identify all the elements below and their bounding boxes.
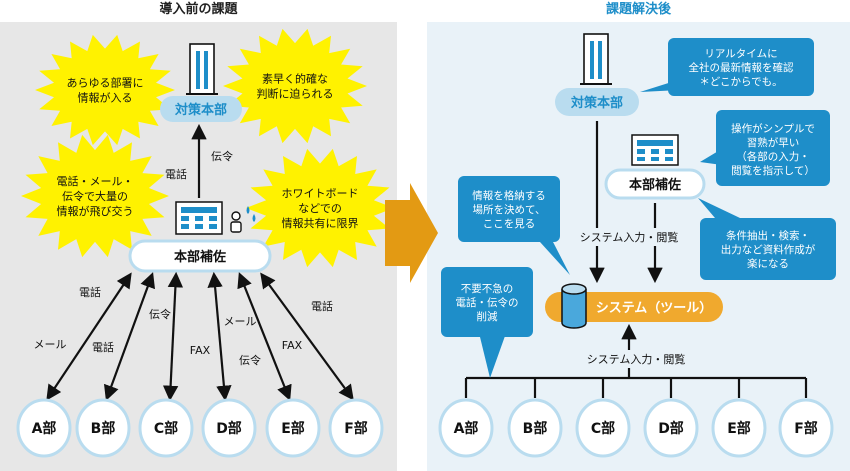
dept-link-label: 伝令	[239, 353, 261, 367]
after-dept: D部	[643, 398, 699, 458]
before-dept: B部	[75, 398, 131, 458]
dept-link-arrow	[237, 272, 292, 401]
dept-link-label: FAX	[282, 339, 303, 352]
callout-text: 操作がシンプルで習熟が早い（各部の入力・閲覧を指示して）	[731, 122, 815, 177]
worker-icon	[230, 211, 242, 233]
callout-text: 不要不急の電話・伝令の削減	[456, 282, 519, 323]
problem-burst: 素早く的確な判断に迫られる	[223, 28, 367, 144]
dept-label: F部	[794, 420, 818, 437]
dept-link-label: 電話	[92, 340, 114, 354]
hq-building-icon	[186, 43, 218, 95]
after-hq-pill	[555, 88, 639, 116]
before-hq-link-runner: 伝令	[211, 149, 233, 163]
dept-link-label: 電話	[79, 285, 101, 299]
problem-burst: 電話・メール・伝令で大量の情報が飛び交う	[21, 134, 169, 258]
after-assistant-label: 本部補佐	[629, 177, 681, 193]
after-bottom-input-label: システム入力・閲覧	[587, 352, 686, 366]
dept-link-label: FAX	[190, 344, 211, 357]
problem-burst: あらゆる部署に情報が入る	[35, 34, 175, 146]
dept-link-arrow	[260, 272, 354, 401]
dept-link-label: メール	[224, 315, 257, 328]
dept-link-label: メール	[34, 338, 67, 351]
callout-text: リアルタイムに全社の最新情報を確認＊どこからでも。	[689, 48, 794, 88]
after-input-view-label: システム入力・閲覧	[580, 230, 679, 244]
benefit-callout: 不要不急の電話・伝令の削減	[441, 267, 533, 378]
benefit-callout: 操作がシンプルで習熟が早い（各部の入力・閲覧を指示して）	[700, 110, 830, 186]
sweat-icon	[246, 206, 256, 222]
before-heading: 導入前の課題	[159, 2, 238, 17]
dept-link-label: 伝令	[149, 307, 171, 321]
after-dept: E部	[711, 398, 767, 458]
dept-label: E部	[727, 420, 751, 437]
before-hq-link-phone: 電話	[165, 167, 187, 181]
dept-link-arrow	[162, 271, 184, 402]
after-dept: F部	[778, 398, 834, 458]
after-assistant-pill	[604, 168, 706, 200]
after-office-icon	[631, 134, 679, 166]
burst-text: ホワイトボードなどでの情報共有に限界	[282, 187, 359, 230]
dept-label: A部	[454, 420, 479, 437]
dept-label: A部	[32, 420, 57, 437]
burst-text: あらゆる部署に情報が入る	[67, 76, 144, 105]
system-pill	[545, 292, 723, 322]
dept-link-arrow	[207, 271, 232, 402]
dept-label: E部	[281, 420, 305, 437]
dept-label: B部	[523, 420, 548, 437]
after-hq-building-icon	[580, 33, 612, 85]
database-icon	[561, 283, 587, 329]
dept-label: B部	[91, 420, 116, 437]
dept-label: C部	[154, 420, 178, 437]
dept-label: F部	[344, 420, 368, 437]
dept-label: D部	[216, 420, 242, 437]
callout-text: 条件抽出・検索・出力など資料作成が楽になる	[721, 229, 816, 270]
burst-text: 電話・メール・伝令で大量の情報が飛び交う	[57, 174, 134, 218]
after-hq-label: 対策本部	[570, 95, 623, 111]
dept-link-label: 電話	[311, 299, 333, 313]
before-dept: A部	[16, 398, 72, 458]
dept-label: D部	[658, 420, 684, 437]
benefit-callout: リアルタイムに全社の最新情報を確認＊どこからでも。	[640, 38, 814, 96]
before-assistant-pill	[128, 239, 272, 273]
before-dept: F部	[328, 398, 384, 458]
bottom-label-bg	[572, 350, 700, 368]
burst-text: 素早く的確な判断に迫られる	[257, 72, 334, 101]
after-dept: C部	[575, 398, 631, 458]
before-dept: D部	[201, 398, 257, 458]
dept-label: C部	[591, 420, 615, 437]
problem-burst: ホワイトボードなどでの情報共有に限界	[246, 148, 394, 268]
before-assistant-label: 本部補佐	[174, 249, 226, 265]
after-dept: A部	[438, 398, 494, 458]
before-dept: C部	[138, 398, 194, 458]
input-label-bg	[568, 228, 690, 246]
dept-link-arrow	[104, 272, 155, 401]
system-label: システム（ツール）	[596, 300, 713, 316]
callout-text: 情報を格納する場所を決めて、ここを見る	[472, 189, 546, 230]
before-hq-pill	[160, 96, 242, 122]
after-dept: B部	[507, 398, 563, 458]
benefit-callout: 情報を格納する場所を決めて、ここを見る	[458, 176, 570, 275]
benefit-callout: 条件抽出・検索・出力など資料作成が楽になる	[698, 198, 836, 280]
after-heading: 課題解決後	[605, 2, 671, 17]
before-hq-label: 対策本部	[174, 102, 227, 118]
before-dept: E部	[265, 398, 321, 458]
transition-arrow	[385, 183, 438, 283]
office-icon	[175, 201, 223, 235]
before-dept-arrows	[46, 271, 354, 402]
